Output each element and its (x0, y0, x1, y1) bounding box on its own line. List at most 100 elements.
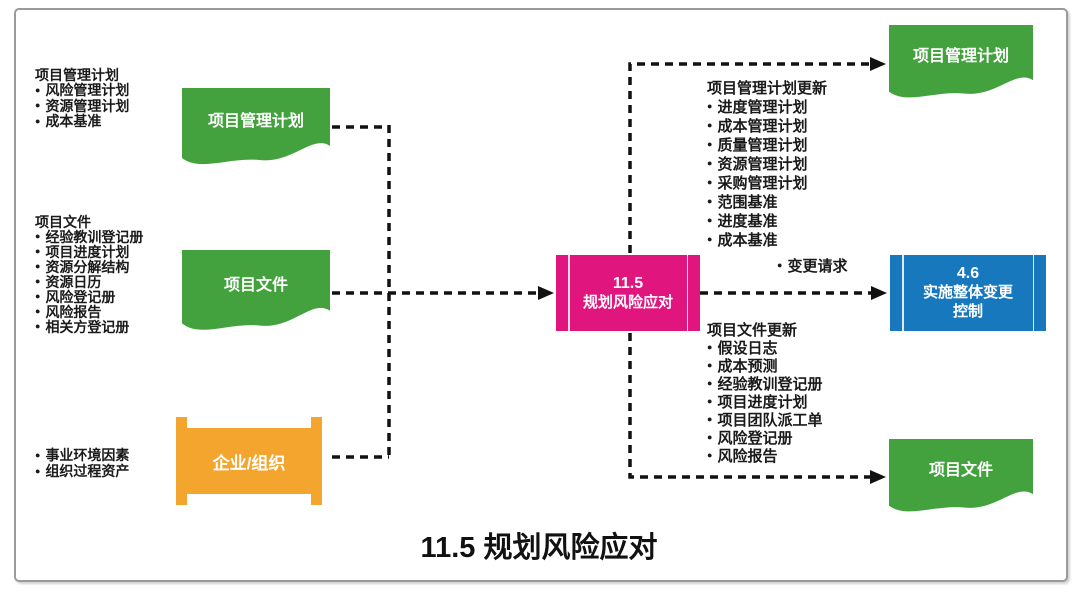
process-name: 规划风险应对 (582, 293, 673, 311)
list-item: ● 组织过程资产 (35, 463, 129, 479)
list-item: ● 项目进度计划 (707, 392, 822, 411)
list-item-label: 项目团队派工单 (717, 411, 823, 429)
bullet-icon: ● (707, 431, 713, 442)
list-item-label: 经验教训登记册 (717, 375, 823, 393)
shape-label: 项目文件 (223, 277, 288, 294)
document-shape-icon (889, 25, 1033, 98)
list-item-label: 进度基准 (717, 213, 778, 230)
list-item-label: 资源管理计划 (45, 97, 130, 114)
bullet-icon: ● (777, 259, 783, 270)
list-item-label: 质量管理计划 (717, 137, 808, 154)
process-box: 11.5 规划风险应对 (556, 255, 700, 331)
output-list-doc-updates: 项目文件更新 ●假设日志 ●成本预测 ●经验教训登记册 ●项目进度计划 ●项目团… (707, 320, 823, 465)
bullet-icon: ● (35, 291, 41, 301)
process-box-inset-line (1032, 255, 1034, 331)
bullet-icon: ● (707, 449, 713, 460)
bullet-icon: ● (35, 306, 41, 316)
scroll-bar-right (311, 417, 322, 505)
list-item-label: 资源分解结构 (45, 258, 130, 275)
list-item-label: 风险管理计划 (45, 82, 130, 99)
list-item-label: 成本基准 (45, 113, 102, 130)
bullet-icon: ● (35, 261, 41, 271)
list-item-label: 风险报告 (45, 303, 102, 320)
bullet-icon: ● (707, 177, 713, 187)
list-item: ● 变更请求 (777, 257, 848, 275)
shape-label: 项目管理计划 (912, 48, 1009, 65)
bullet-icon: ● (35, 231, 41, 241)
bullet-icon: ● (707, 158, 713, 168)
list-item: ●成本管理计划 (707, 116, 827, 135)
list-item: ●相关方登记册 (35, 318, 143, 335)
bullet-icon: ● (707, 413, 713, 424)
list-item: ● 风险登记册 (707, 428, 822, 447)
list-item-label: 资源管理计划 (717, 156, 808, 173)
list-item-label: 经验教训登记册 (45, 228, 144, 245)
bullet-icon: ● (707, 101, 713, 111)
list-item-label: 风险登记册 (717, 429, 793, 447)
list-header: 项目管理计划更新 (707, 80, 828, 97)
input-shape-pm-plan: 项目管理计划 (182, 88, 330, 170)
bullet-icon: ● (707, 215, 713, 225)
change-control-box-text: 4.6 实施整体变更 控制 (923, 264, 1013, 322)
scroll-bar-left (176, 417, 187, 505)
bullet-icon: ● (35, 465, 41, 476)
list-header: 项目文件 (35, 213, 91, 230)
diagram-border (14, 8, 1068, 582)
bullet-icon: ● (35, 100, 41, 111)
bullet-icon: ● (707, 234, 713, 244)
list-item-label: 项目进度计划 (717, 393, 808, 411)
process-box-text: 11.5 规划风险应对 (583, 274, 673, 313)
list-item: ● 资源管理计划 (35, 98, 129, 114)
bullet-icon: ● (707, 359, 713, 370)
list-item: ● 经验教训登记册 (707, 374, 823, 393)
output-shape-project-docs: 项目文件 (889, 439, 1033, 517)
document-shape-icon (182, 250, 330, 330)
bullet-icon: ● (35, 276, 41, 286)
process-box-inset-line (568, 255, 570, 331)
diagram-title: 11.5 规划风险应对 (420, 532, 658, 564)
bullet-icon: ● (707, 139, 713, 149)
input-shape-enterprise: 企业/组织 (176, 417, 322, 505)
list-item: ● 采购管理计划 (707, 173, 827, 192)
list-item-label: 成本预测 (717, 357, 778, 375)
bullet-icon: ● (35, 246, 41, 256)
list-item-label: 范围基准 (717, 194, 778, 211)
list-item-label: 相关方登记册 (45, 318, 130, 335)
scroll-body (182, 428, 316, 494)
input-list-enterprise: ●事业环境因素 ● 组织过程资产 (35, 447, 129, 479)
bullet-icon: ● (707, 341, 713, 352)
list-item-label: 变更请求 (787, 257, 848, 275)
list-item: ● 进度基准 (707, 211, 827, 230)
input-list-project-docs: 项目文件 ● 经验教训登记册 ● 项目进度计划 ● 资源分解结构 ●资源日历 ● 风险登… (35, 213, 144, 335)
list-item: ● 假设日志 (707, 338, 822, 357)
document-shape-icon (182, 88, 330, 165)
list-item-label: 风险登记册 (45, 288, 116, 305)
list-item-label: 进度管理计划 (717, 99, 808, 116)
list-item-label: 组织过程资产 (45, 463, 130, 479)
list-item: ● 经验教训登记册 (35, 228, 144, 245)
list-item: ● 质量管理计划 (707, 135, 827, 154)
list-item: ● 项目团队派工单 (707, 410, 823, 429)
list-item: ●成本基准 (707, 230, 827, 249)
list-item-label: 风险报告 (717, 447, 778, 465)
output-shape-pm-plan: 项目管理计划 (889, 25, 1033, 103)
list-item-label: 采购管理计划 (717, 175, 808, 192)
shape-label: 项目文件 (928, 462, 993, 479)
list-item: ● 风险报告 (35, 303, 143, 320)
list-item: ● 范围基准 (707, 192, 827, 211)
list-item-label: 假设日志 (717, 339, 778, 357)
list-header: 项目管理计划 (35, 66, 119, 83)
process-box-inset-line (686, 255, 688, 331)
bullet-icon: ● (35, 449, 41, 460)
bullet-icon: ● (707, 395, 713, 406)
list-item: ● 风险报告 (707, 446, 822, 465)
bullet-icon: ● (707, 196, 713, 206)
list-item-label: 项目进度计划 (45, 243, 130, 260)
list-item: ●事业环境因素 (35, 447, 129, 463)
list-item: ●资源日历 (35, 274, 143, 290)
shape-label: 企业/组织 (212, 453, 286, 473)
list-item: ● 资源管理计划 (707, 154, 827, 173)
bullet-icon: ● (707, 377, 713, 388)
list-item: ●成本基准 (35, 113, 129, 130)
